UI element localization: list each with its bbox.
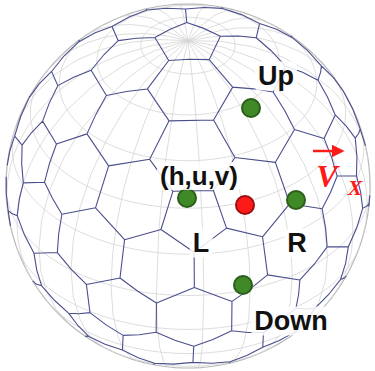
vector-subscript: X: [345, 176, 366, 200]
hexagonal-mesh: [6, 7, 370, 364]
direction-label: R: [284, 229, 310, 258]
vector-symbol: V: [313, 159, 340, 193]
direction-label: Down: [251, 307, 331, 336]
neighbor-dot: [242, 99, 260, 117]
vector-arrow: [313, 150, 342, 153]
neighbor-dot: [178, 189, 196, 207]
neighbor-dot: [234, 276, 252, 294]
center-dot: [236, 196, 254, 214]
state-label: (h,u,v): [157, 162, 241, 190]
neighbor-dot: [287, 191, 305, 209]
globe-sphere: [6, 4, 370, 368]
direction-label: Up: [255, 62, 297, 91]
graticule: [6, 4, 370, 367]
direction-label: L: [190, 229, 213, 258]
